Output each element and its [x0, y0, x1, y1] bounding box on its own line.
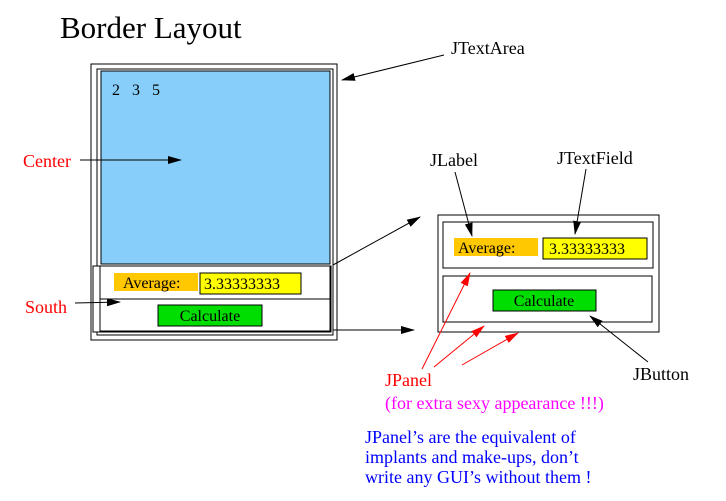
detail-calculate-button-label: Calculate — [514, 293, 574, 310]
south-panel-bottom-row — [99, 298, 331, 332]
arrow-expand-upper — [332, 216, 421, 266]
detail-average-label-bg — [454, 238, 538, 256]
jpanel-note: (for extra sexy appearance !!!) — [385, 393, 604, 414]
calculate-button[interactable] — [157, 304, 263, 327]
textarea-content: 2 3 5 — [112, 82, 160, 99]
arrow-jpanel-2 — [433, 325, 485, 368]
footnote-line-1: JPanel’s are the equivalent of — [365, 427, 576, 447]
border-layout-frame: 2 3 5 Average: 3.33333333 Calculate — [90, 63, 338, 341]
jpanel-annotation: JPanel — [385, 370, 432, 390]
jtextarea-annotation: JTextArea — [451, 38, 525, 58]
arrow-jtextarea — [341, 54, 445, 81]
jtextfield-annotation: JTextField — [557, 148, 633, 168]
average-field[interactable] — [199, 272, 302, 295]
detail-outer-panel — [437, 214, 660, 333]
arrow-jlabel — [454, 171, 473, 237]
jlabel-annotation: JLabel — [430, 150, 478, 170]
arrow-jbutton — [589, 315, 649, 363]
calculate-button-label: Calculate — [180, 308, 240, 325]
footnote-line-2: implants and make-ups, don’t — [365, 447, 579, 467]
footnote-line-3: write any GUI’s without them ! — [365, 467, 591, 487]
arrow-south — [74, 298, 121, 307]
annotation-arrows — [74, 54, 649, 370]
south-panel-detail: Average: 3.33333333 Calculate — [437, 214, 660, 333]
arrow-jtextfield — [573, 168, 587, 235]
detail-average-label: Average: — [458, 240, 515, 257]
average-field-value: 3.33333333 — [204, 276, 280, 293]
textarea-center[interactable] — [100, 70, 331, 265]
diagram-title: Border Layout — [60, 10, 242, 45]
detail-calculate-button[interactable] — [492, 289, 597, 312]
detail-bottom-panel — [442, 275, 653, 323]
jbutton-annotation: JButton — [633, 364, 689, 384]
detail-average-field-value: 3.33333333 — [549, 241, 625, 258]
average-label: Average: — [123, 275, 180, 292]
arrow-jpanel-1 — [421, 272, 471, 370]
frame-inner-border — [96, 68, 334, 336]
detail-top-panel — [442, 221, 654, 269]
south-annotation: South — [25, 297, 67, 317]
arrow-jpanel-3 — [461, 332, 519, 366]
average-label-bg — [114, 273, 198, 291]
detail-average-field[interactable] — [542, 237, 648, 260]
center-annotation: Center — [23, 151, 71, 171]
